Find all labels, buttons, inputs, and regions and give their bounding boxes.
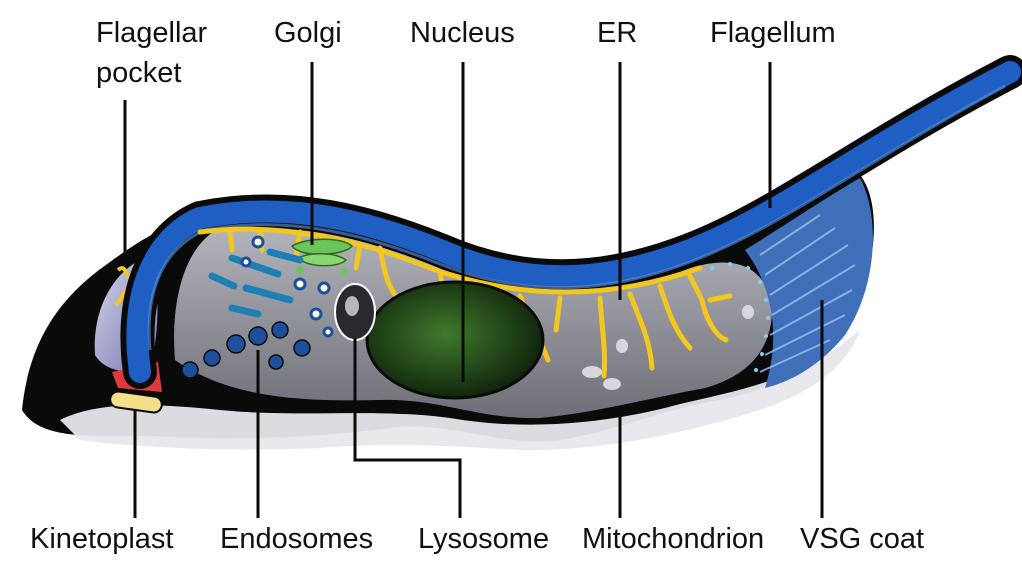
lysosome (335, 284, 375, 340)
label-lysosome: Lysosome (418, 523, 549, 555)
label-flagellar-pocket-line1: Flagellar (96, 17, 208, 49)
nucleus (367, 282, 543, 398)
label-kinetoplast: Kinetoplast (30, 523, 174, 555)
label-mitochondrion: Mitochondrion (582, 523, 764, 555)
label-golgi: Golgi (274, 17, 342, 49)
label-nucleus: Nucleus (410, 17, 515, 49)
label-endosomes: Endosomes (220, 523, 373, 555)
label-vsg-coat: VSG coat (800, 523, 924, 555)
label-flagellar-pocket-line2: pocket (96, 57, 181, 89)
label-flagellum: Flagellum (710, 17, 836, 49)
label-er: ER (597, 17, 637, 49)
